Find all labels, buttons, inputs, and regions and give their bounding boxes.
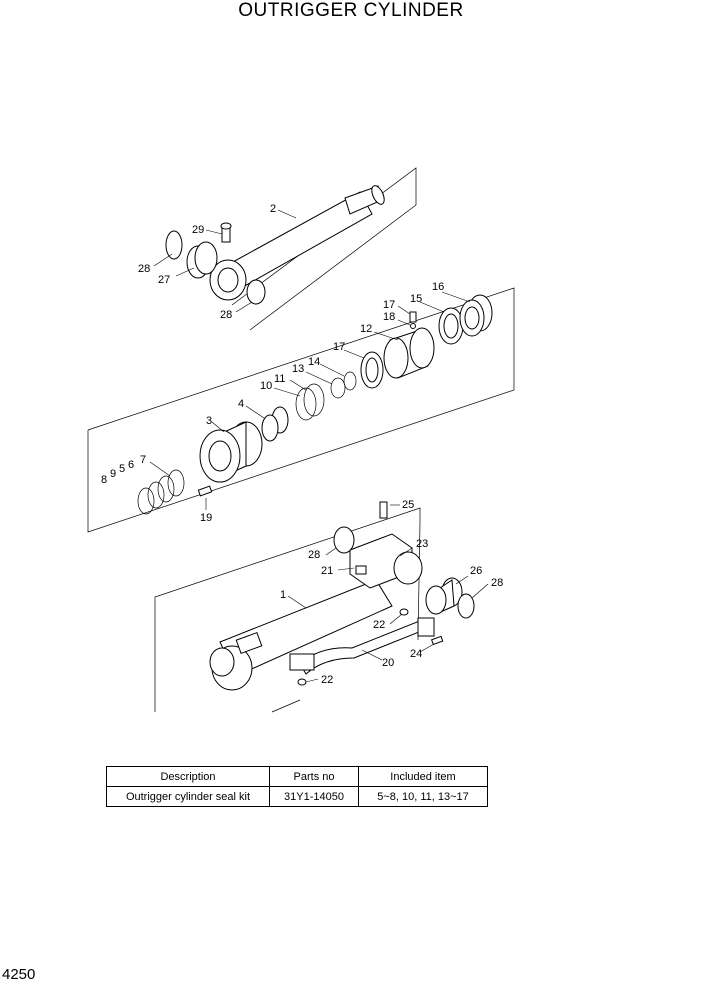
table-cell: 5~8, 10, 11, 13~17	[358, 786, 488, 807]
page-title: OUTRIGGER CYLINDER	[238, 0, 464, 21]
callout-9: 9	[110, 468, 116, 480]
callout-17: 17	[383, 299, 395, 311]
callout-3: 3	[206, 415, 212, 427]
callout-29: 29	[192, 224, 204, 236]
table-row: Outrigger cylinder seal kit 31Y1-14050 5…	[106, 786, 488, 807]
callout-28: 28	[220, 309, 232, 321]
leader-lines	[149, 209, 489, 683]
parts-table: Description Parts no Included item Outri…	[106, 766, 488, 807]
callout-28: 28	[491, 577, 503, 589]
callout-11: 11	[274, 373, 285, 385]
table-cell: Outrigger cylinder seal kit	[106, 786, 270, 807]
callout-18: 18	[383, 311, 395, 323]
callout-28: 28	[308, 549, 320, 561]
rod-assembly-group	[165, 167, 417, 331]
callout-13: 13	[292, 363, 304, 375]
exploded-parts-diagram: 2 29 28 27 28 16 15 17 18 12 17 14 13 11…	[87, 167, 515, 713]
callout-5: 5	[119, 463, 125, 475]
gland-piston-group	[87, 287, 515, 533]
callout-15: 15	[410, 293, 422, 305]
callout-14: 14	[308, 356, 320, 368]
callout-8: 8	[101, 474, 107, 486]
table-header-cell: Parts no	[269, 766, 359, 787]
callout-16: 16	[432, 281, 444, 293]
callout-23: 23	[416, 538, 428, 550]
table-header-cell: Included item	[358, 766, 488, 787]
table-header-row: Description Parts no Included item	[106, 766, 488, 787]
callout-26: 26	[470, 565, 482, 577]
callout-10: 10	[260, 380, 272, 392]
table-header-cell: Description	[106, 766, 270, 787]
callout-22: 22	[321, 674, 333, 686]
callout-12: 12	[360, 323, 372, 335]
callout-24: 24	[410, 648, 422, 660]
table-cell: 31Y1-14050	[269, 786, 359, 807]
callout-4: 4	[238, 398, 244, 410]
callout-28: 28	[138, 263, 150, 275]
tube-assembly-group	[154, 501, 475, 713]
callout-labels: 2 29 28 27 28 16 15 17 18 12 17 14 13 11…	[101, 203, 503, 686]
callout-17: 17	[333, 341, 345, 353]
callout-21: 21	[321, 565, 333, 577]
page-number: 4250	[2, 966, 36, 983]
callout-25: 25	[402, 499, 414, 511]
callout-19: 19	[200, 512, 212, 524]
callout-6: 6	[128, 459, 134, 471]
callout-2: 2	[270, 203, 276, 215]
callout-22: 22	[373, 619, 385, 631]
callout-27: 27	[158, 274, 170, 286]
callout-20: 20	[382, 657, 394, 669]
callout-7: 7	[140, 454, 146, 466]
callout-1: 1	[280, 589, 286, 601]
